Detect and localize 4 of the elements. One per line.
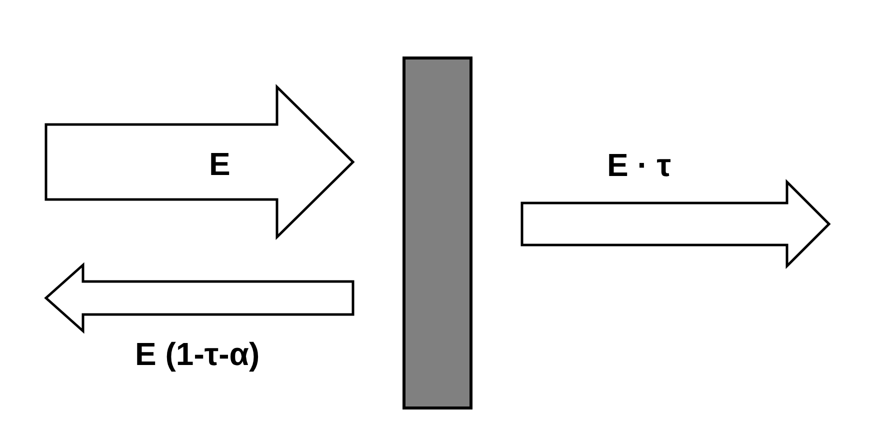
absorbing-plate bbox=[402, 56, 472, 410]
energy-label: E · τ bbox=[607, 149, 672, 181]
energy-label: E bbox=[209, 148, 230, 180]
energy-label: E (1-τ-α) bbox=[135, 338, 260, 370]
